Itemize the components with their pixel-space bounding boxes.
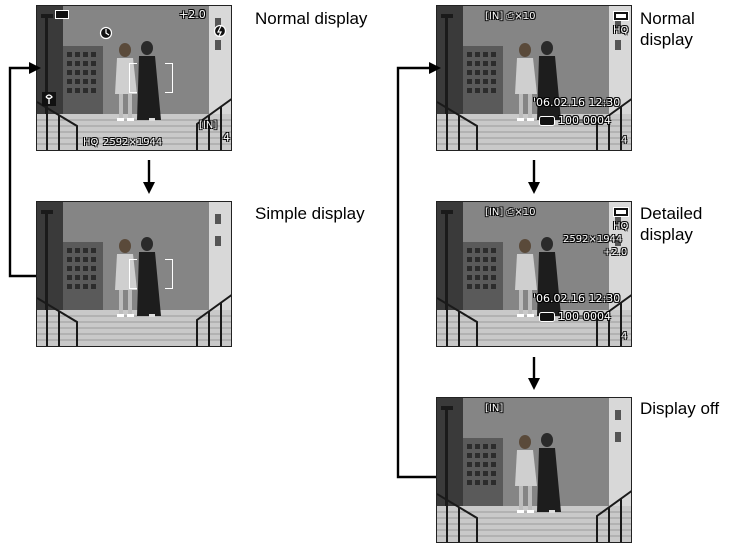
right-detailed-screen: [IN] ⎙×10 HQ 2592×1944 +2.0 '06.02.16 12… xyxy=(436,201,632,347)
memory-indicator: [IN] xyxy=(485,403,504,414)
caption-right-normal-line1: Normal xyxy=(640,9,695,28)
down-arrow-icon xyxy=(528,357,540,390)
image-resolution: 2592×1944 xyxy=(103,137,163,148)
right-off-screen: [IN] xyxy=(436,397,632,543)
caption-left-normal: Normal display xyxy=(255,9,368,28)
exposure-compensation: +2.0 xyxy=(179,8,206,21)
down-arrow-icon xyxy=(528,160,540,194)
macro-icon xyxy=(42,92,56,106)
memory-print-info: [IN] ⎙×10 xyxy=(485,11,536,22)
left-simple-screen xyxy=(36,201,232,347)
caption-right-detailed: Detailed display xyxy=(640,203,702,245)
file-number: 100-0004 xyxy=(558,114,611,127)
down-arrow-icon xyxy=(143,160,155,194)
mode-icon xyxy=(55,10,69,19)
caption-right-normal-line2: display xyxy=(640,30,693,49)
self-timer-icon xyxy=(99,26,113,40)
caption-right-off: Display off xyxy=(640,399,720,418)
left-normal-screen: +2.0 [IN] HQ 2592×1944 4 xyxy=(36,5,232,151)
frame-number: 4 xyxy=(621,135,628,146)
right-normal-screen: [IN] ⎙×10 HQ '06.02.16 12:30 100-0004 4 xyxy=(436,5,632,151)
af-frame-right xyxy=(165,63,173,93)
memory-print-info: [IN] ⎙×10 xyxy=(485,207,536,218)
right-arrow-icon xyxy=(8,62,41,278)
remaining-shots: 4 xyxy=(223,131,230,144)
protect-icon xyxy=(613,11,629,21)
date-time: '06.02.16 12:30 xyxy=(533,292,621,305)
caption-right-detailed-line1: Detailed xyxy=(640,204,703,223)
right-arrow-icon xyxy=(396,62,441,479)
protect-icon xyxy=(613,207,629,217)
af-frame-left xyxy=(129,259,137,289)
file-number-icon xyxy=(539,312,555,322)
record-quality: HQ xyxy=(83,137,99,148)
record-quality: HQ xyxy=(613,221,629,232)
memory-indicator: [IN] xyxy=(199,120,218,131)
record-quality: HQ xyxy=(613,25,629,36)
exposure-compensation: +2.0 xyxy=(603,247,628,258)
file-number-icon xyxy=(539,116,555,126)
flash-off-icon xyxy=(213,24,227,38)
date-time: '06.02.16 12:30 xyxy=(533,96,621,109)
af-frame-right xyxy=(165,259,173,289)
af-frame-left xyxy=(129,63,137,93)
image-resolution: 2592×1944 xyxy=(563,234,623,245)
file-number: 100-0004 xyxy=(558,310,611,323)
frame-number: 4 xyxy=(621,331,628,342)
caption-left-simple: Simple display xyxy=(255,204,365,223)
caption-right-normal: Normal display xyxy=(640,8,695,50)
caption-right-detailed-line2: display xyxy=(640,225,693,244)
